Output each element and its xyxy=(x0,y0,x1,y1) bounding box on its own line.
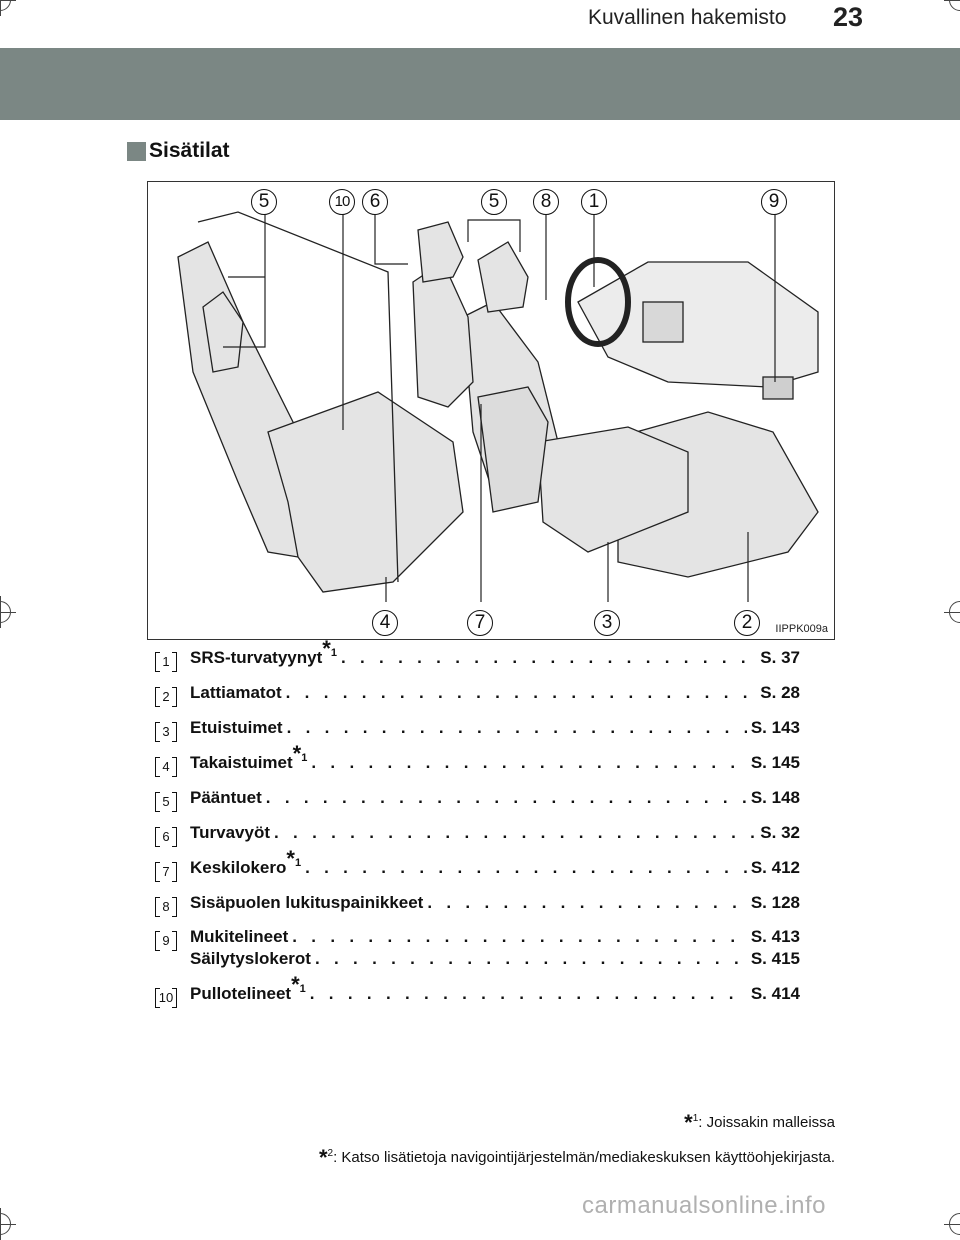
dot-leader: . . . . . . . . . . . . . . . . . . . . … xyxy=(340,648,756,667)
crop-mark-bottom-right xyxy=(944,1213,960,1235)
dashboard-shape xyxy=(577,261,819,388)
center-screen-shape xyxy=(642,301,684,343)
door-panel-shape xyxy=(197,211,399,583)
dot-leader: . . . . . . . . . . . . . . . . . . . . … xyxy=(305,858,747,877)
front-seat-cushion-shape xyxy=(537,426,689,553)
dot-leader: . . . . . . . . . . . . . . . . . . . . … xyxy=(285,683,757,702)
item-number: 6 xyxy=(155,827,177,847)
section-square-icon xyxy=(127,141,146,161)
page-reference: S. 37 xyxy=(760,648,800,667)
list-item: 3 Etuistuimet . . . . . . . . . . . . . … xyxy=(155,718,805,744)
dot-leader: . . . . . . . . . . . . . . . . . . . . … xyxy=(286,718,747,737)
page-number: 23 xyxy=(833,2,864,32)
left-headrest-shape xyxy=(417,221,464,283)
callout-6: 6 xyxy=(362,189,388,215)
item-label: Keskilokero xyxy=(190,858,287,877)
list-item: 2 Lattiamatot . . . . . . . . . . . . . … xyxy=(155,683,805,709)
steering-wheel-shape xyxy=(565,257,631,347)
item-number: 4 xyxy=(155,757,177,777)
callout-9: 9 xyxy=(761,189,787,215)
center-console-shape xyxy=(477,386,549,513)
page-reference: S. 128 xyxy=(750,893,800,912)
crop-mark-mid-right xyxy=(944,601,960,623)
crop-mark-bottom-left xyxy=(0,1208,16,1240)
section-heading: Sisätilat xyxy=(127,138,230,164)
list-item: Säilytyslokerot . . . . . . . . . . . . … xyxy=(155,949,805,975)
item-label: Mukitelineet xyxy=(190,927,289,946)
interior-illustration xyxy=(177,211,819,602)
item-label: Pullotelineet xyxy=(190,984,292,1003)
item-number: 5 xyxy=(155,792,177,812)
cup-holder-shape xyxy=(762,376,794,400)
list-item: 6 Turvavyöt . . . . . . . . . . . . . . … xyxy=(155,823,805,849)
list-item: 9 Mukitelineet . . . . . . . . . . . . .… xyxy=(155,927,805,953)
item-number: 10 xyxy=(155,988,177,1008)
page-reference: S. 28 xyxy=(760,683,800,702)
item-label: Takaistuimet xyxy=(190,753,293,772)
item-number: 3 xyxy=(155,722,177,742)
callout-7: 7 xyxy=(467,610,493,636)
page-reference: S. 413 xyxy=(750,927,800,946)
page-header: Kuvallinen hakemisto 23 xyxy=(0,0,960,48)
callout-5-right: 5 xyxy=(481,189,507,215)
item-label: Lattiamatot xyxy=(190,683,282,702)
list-item: 4 Takaistuimet*1 . . . . . . . . . . . .… xyxy=(155,743,805,779)
callout-8: 8 xyxy=(533,189,559,215)
item-label: Turvavyöt xyxy=(190,823,270,842)
callout-10: 10 xyxy=(329,189,355,215)
left-front-seat-shape xyxy=(412,261,474,408)
page-reference: S. 32 xyxy=(760,823,800,842)
list-item: 8 Sisäpuolen lukituspainikkeet . . . . .… xyxy=(155,893,805,919)
header-band xyxy=(0,48,960,120)
dot-leader: . . . . . . . . . . . . . . . . . . . . … xyxy=(292,927,747,946)
dot-leader: . . . . . . . . . . . . . . . . . . . . … xyxy=(311,753,746,772)
item-label: Pääntuet xyxy=(190,788,262,807)
watermark: carmanualsonline.info xyxy=(582,1192,826,1219)
section-title: Sisätilat xyxy=(149,139,230,162)
crop-mark-mid-left xyxy=(0,596,16,628)
callout-2: 2 xyxy=(734,610,760,636)
page-reference: S. 145 xyxy=(750,753,800,772)
page-reference: S. 143 xyxy=(750,718,800,737)
interior-figure: 5 10 6 5 8 1 9 4 7 3 2 IIPPK009a xyxy=(147,181,835,640)
item-label: Säilytyslokerot xyxy=(190,949,311,968)
front-headrest-shape xyxy=(477,241,529,313)
item-label: SRS-turvatyynyt xyxy=(190,648,323,667)
dot-leader: . . . . . . . . . . . . . . . . . . . . … xyxy=(274,823,756,842)
list-item: 10 Pullotelineet*1 . . . . . . . . . . .… xyxy=(155,974,805,1010)
page-reference: S. 414 xyxy=(750,984,800,1003)
list-item: 5 Pääntuet . . . . . . . . . . . . . . .… xyxy=(155,788,805,814)
footnote-2: *2: Katso lisätietoja navigointijärjeste… xyxy=(318,1145,835,1170)
page-reference: S. 148 xyxy=(750,788,800,807)
item-number: 2 xyxy=(155,687,177,707)
callout-4: 4 xyxy=(372,610,398,636)
list-item: 7 Keskilokero*1 . . . . . . . . . . . . … xyxy=(155,848,805,884)
item-number: 7 xyxy=(155,862,177,882)
item-number: 1 xyxy=(155,652,177,672)
item-number: 9 xyxy=(155,931,177,951)
figure-code: IIPPK009a xyxy=(775,623,828,635)
item-number: 8 xyxy=(155,897,177,917)
page-reference: S. 412 xyxy=(750,858,800,877)
callout-1: 1 xyxy=(581,189,607,215)
rear-seat-cushion-shape xyxy=(267,391,464,593)
dot-leader: . . . . . . . . . . . . . . . . . . . . … xyxy=(265,788,747,807)
page-reference: S. 415 xyxy=(750,949,800,968)
callout-5-left: 5 xyxy=(251,189,277,215)
dot-leader: . . . . . . . . . . . . . . . . . . . . … xyxy=(314,949,747,968)
list-item: 1 SRS-turvatyynyt*1 . . . . . . . . . . … xyxy=(155,638,805,674)
dot-leader: . . . . . . . . . . . . . . . . . . . . … xyxy=(427,893,747,912)
footnote-1: *1: Joissakin malleissa xyxy=(684,1110,835,1135)
rear-headrest-shape xyxy=(202,291,244,373)
header-title: Kuvallinen hakemisto xyxy=(588,6,787,29)
item-label: Sisäpuolen lukituspainikkeet xyxy=(190,893,424,912)
callout-3: 3 xyxy=(594,610,620,636)
item-label: Etuistuimet xyxy=(190,718,283,737)
dot-leader: . . . . . . . . . . . . . . . . . . . . … xyxy=(309,984,747,1003)
